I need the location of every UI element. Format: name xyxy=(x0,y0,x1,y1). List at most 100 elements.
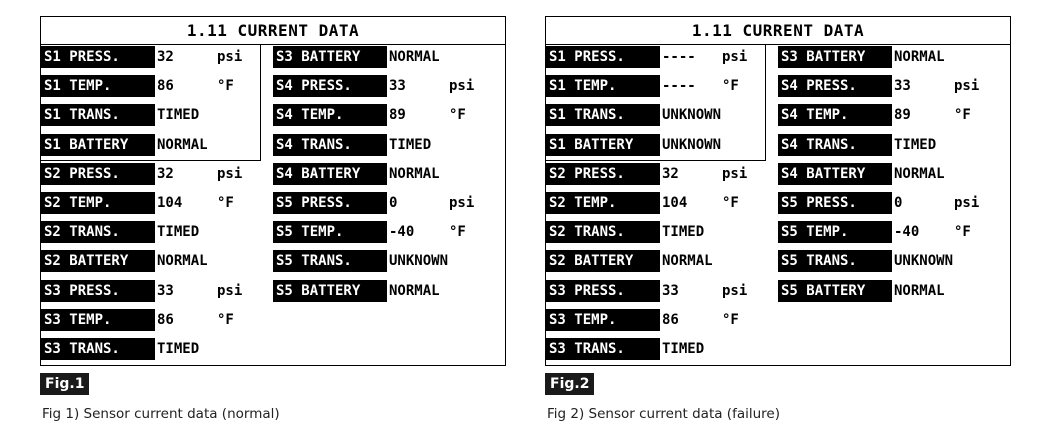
sensor-unit: °F xyxy=(722,195,739,211)
sensor-unit: psi xyxy=(954,195,980,211)
sensor-label: S4 TEMP. xyxy=(273,104,387,127)
sensor-label: S4 PRESS. xyxy=(778,75,892,98)
sensor-value: NORMAL xyxy=(389,165,440,182)
sensor-label: S3 TEMP. xyxy=(41,308,155,331)
sensor-value: UNKNOWN xyxy=(662,107,722,124)
sensor-label: S2 PRESS. xyxy=(41,162,155,185)
sensor-data-row: S4 TEMP.89°F xyxy=(778,104,1010,127)
sensor-data-row: S4 TRANS.TIMED xyxy=(273,133,505,156)
sensor-unit: °F xyxy=(217,311,234,328)
sensor-label: S4 TRANS. xyxy=(273,133,387,156)
sensor-data-row: S2 TRANS.TIMED xyxy=(546,221,766,244)
s1-highlight-box xyxy=(41,45,261,161)
sensor-value: TIMED xyxy=(157,224,200,241)
sensor-value: NORMAL xyxy=(894,49,945,65)
sensor-unit: °F xyxy=(217,195,234,211)
sensor-value: TIMED xyxy=(662,341,705,357)
sensor-data-row: S3 TEMP.86°F xyxy=(546,308,766,331)
sensor-unit: psi xyxy=(217,282,243,299)
sensor-label: S4 BATTERY xyxy=(778,162,892,185)
sensor-data-row: S2 TEMP.104 °F xyxy=(546,192,766,214)
sensor-data-row: S1 PRESS.----psi xyxy=(546,46,766,68)
sensor-label: S5 TRANS. xyxy=(778,250,892,273)
sensor-unit: psi xyxy=(449,195,475,211)
sensor-value: UNKNOWN xyxy=(389,253,449,270)
sensor-label: S5 BATTERY xyxy=(778,279,892,302)
sensor-unit: psi xyxy=(954,78,980,95)
sensor-data-row: S1 TEMP.----°F xyxy=(546,75,766,98)
sensor-unit: °F xyxy=(954,224,971,241)
sensor-label: S5 BATTERY xyxy=(273,279,387,302)
sensor-value: 89 xyxy=(389,107,406,124)
sensor-label: S2 PRESS. xyxy=(546,162,660,185)
screen-title: 1.11 CURRENT DATA xyxy=(546,17,1010,45)
sensor-value: 86 xyxy=(157,311,174,328)
sensor-label: S1 TEMP. xyxy=(41,75,155,98)
sensor-value: 104 xyxy=(662,195,688,211)
sensor-value: 33 xyxy=(157,282,174,299)
sensor-label: S2 TRANS. xyxy=(546,221,660,244)
sensor-value: UNKNOWN xyxy=(662,136,722,153)
figure-badge: Fig.1 xyxy=(40,373,90,395)
sensor-value: UNKNOWN xyxy=(894,253,954,270)
sensor-value: 32 xyxy=(662,165,679,182)
sensor-label: S2 TRANS. xyxy=(41,221,155,244)
sensor-value: -40 xyxy=(389,224,415,241)
sensor-label: S4 TEMP. xyxy=(778,104,892,127)
sensor-data-row: S2 PRESS.32 psi xyxy=(546,162,766,185)
sensor-unit: psi xyxy=(722,165,748,182)
sensor-value: 33 xyxy=(894,78,911,95)
sensor-data-row: S5 TEMP.-40 °F xyxy=(778,221,1010,244)
sensor-label: S5 TEMP. xyxy=(778,221,892,244)
sensor-value: NORMAL xyxy=(389,282,440,299)
sensor-data-row: S4 PRESS.33 psi xyxy=(778,75,1010,98)
sensor-value: 32 xyxy=(157,49,174,65)
sensor-data-row: S1 TRANS.TIMED xyxy=(41,104,261,127)
sensor-unit: °F xyxy=(954,107,971,124)
sensor-data-row: S1 TRANS.UNKNOWN xyxy=(546,104,766,127)
sensor-label: S4 BATTERY xyxy=(273,162,387,185)
sensor-unit: psi xyxy=(217,49,243,65)
sensor-label: S3 TRANS. xyxy=(546,338,660,360)
sensor-label: S2 TEMP. xyxy=(546,192,660,214)
sensor-value: TIMED xyxy=(894,136,937,153)
sensor-label: S4 TRANS. xyxy=(778,133,892,156)
sensor-value: -40 xyxy=(894,224,920,241)
s1-highlight-box xyxy=(546,45,766,161)
sensor-unit: °F xyxy=(449,107,466,124)
sensor-data-row: S5 TEMP.-40°F xyxy=(273,221,505,244)
sensor-value: NORMAL xyxy=(157,136,208,153)
sensor-data-row: S5 TRANS.UNKNOWN xyxy=(778,250,1010,273)
sensor-value: 104 xyxy=(157,195,183,211)
sensor-label: S2 BATTERY xyxy=(41,250,155,273)
sensor-label: S1 PRESS. xyxy=(41,46,155,68)
sensor-value: TIMED xyxy=(157,107,200,124)
sensor-value: NORMAL xyxy=(894,165,945,182)
sensor-label: S1 BATTERY xyxy=(41,133,155,156)
sensor-unit: °F xyxy=(217,78,234,95)
sensor-label: S3 TEMP. xyxy=(546,308,660,331)
sensor-value: TIMED xyxy=(389,136,432,153)
sensor-data-row: S4 TEMP.89 °F xyxy=(273,104,505,127)
sensor-value: 33 xyxy=(662,282,679,299)
sensor-value: ---- xyxy=(662,78,696,95)
figure-caption: Fig 2) Sensor current data (failure) xyxy=(547,406,780,422)
sensor-data-row: S3 TRANS.TIMED xyxy=(546,338,766,360)
sensor-value: TIMED xyxy=(157,341,200,357)
sensor-data-row: S5 TRANS.UNKNOWN xyxy=(273,250,505,273)
figure-caption: Fig 1) Sensor current data (normal) xyxy=(42,406,280,422)
sensor-unit: °F xyxy=(722,78,739,95)
